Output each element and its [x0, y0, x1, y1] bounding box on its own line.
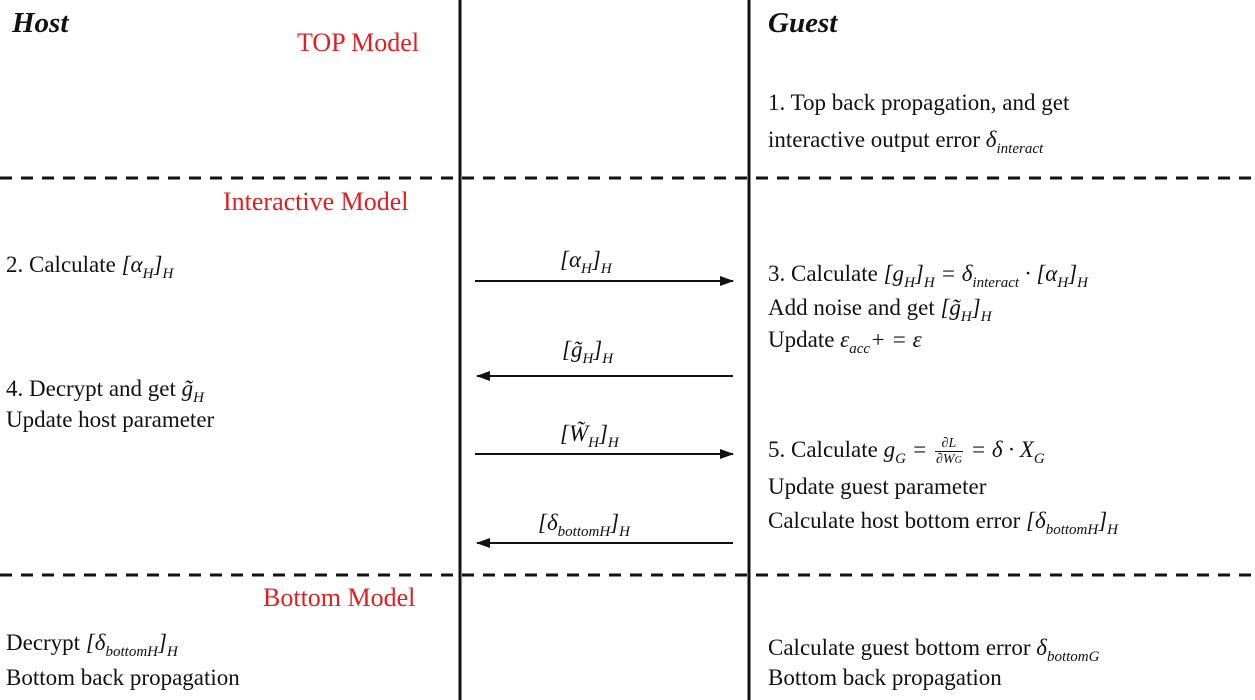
guest-step3-line1: 3. Calculate [gH]H = δinteract · [αH]H: [768, 259, 1088, 292]
host-bottom-line1-text: Decrypt: [6, 630, 86, 655]
message-label-g: [g̃H]H: [562, 337, 614, 367]
host-step2: 2. Calculate [αH]H: [6, 250, 173, 283]
guest-step5-line3-text: Calculate host bottom error: [768, 508, 1027, 533]
guest-step3-line2-text: Add noise and get: [768, 295, 941, 320]
guest-step3-line3: Update εacc+ = ε: [768, 325, 922, 358]
host-step4-line1: 4. Decrypt and get g̃H: [6, 374, 204, 407]
host-step2-text: 2. Calculate: [6, 252, 122, 277]
guest-step5-line2: Update guest parameter: [768, 474, 987, 499]
message-label-w: [W̃H]H: [560, 421, 619, 451]
epsilon-update-formula: εacc+ = ε: [840, 327, 922, 357]
guest-step1-line2-text: interactive output error: [768, 127, 986, 152]
noisy-gradient-formula: [g̃H]H: [940, 295, 992, 325]
guest-bottom-line1: Calculate guest bottom error δbottomG: [768, 633, 1099, 666]
host-bottom-line1: Decrypt [δbottomH]H: [6, 628, 178, 661]
host-bottom-line2: Bottom back propagation: [6, 665, 240, 690]
guest-step3-line2: Add noise and get [g̃H]H: [768, 293, 992, 326]
guest-step5-line1-text: 5. Calculate: [768, 437, 884, 462]
host-bottom-error-formula: [δbottomH]H: [1026, 508, 1118, 538]
guest-bottom-line2: Bottom back propagation: [768, 665, 1002, 690]
message-label-delta: [δbottomH]H: [538, 510, 630, 540]
host-step2-formula: [αH]H: [121, 252, 174, 282]
host-bottom-decrypt-formula: [δbottomH]H: [85, 630, 178, 660]
host-header: Host: [12, 7, 69, 39]
guest-bottom-line1-text: Calculate guest bottom error: [768, 635, 1037, 660]
guest-step5-line1: 5. Calculate gG = ∂L∂WG = δ · XG: [768, 435, 1045, 468]
section-interactive-model: Interactive Model: [223, 187, 409, 216]
section-top-model: TOP Model: [297, 28, 420, 57]
guest-step3-line1-text: 3. Calculate: [768, 261, 884, 286]
message-label-alpha: [αH]H: [560, 247, 612, 277]
guest-step5-line3: Calculate host bottom error [δbottomH]H: [768, 506, 1118, 539]
guest-header: Guest: [768, 7, 838, 39]
guest-bottom-error-formula: δbottomG: [1036, 635, 1100, 665]
section-bottom-model: Bottom Model: [263, 583, 416, 612]
guest-gradient-formula: gG = ∂L∂WG = δ · XG: [883, 435, 1045, 467]
decrypted-gradient-formula: g̃H: [181, 376, 204, 406]
guest-step1-line2: interactive output error δinteract: [768, 125, 1043, 158]
delta-subscript-interact: interact: [996, 141, 1044, 157]
delta-symbol: δ: [985, 127, 997, 152]
guest-step1-line1: 1. Top back propagation, and get: [768, 90, 1070, 115]
host-step4-line1-text: 4. Decrypt and get: [6, 376, 182, 401]
guest-step3-formula: [gH]H = δinteract · [αH]H: [883, 261, 1088, 291]
host-step4-line2: Update host parameter: [6, 407, 215, 432]
guest-step3-line3-text: Update: [768, 327, 841, 352]
